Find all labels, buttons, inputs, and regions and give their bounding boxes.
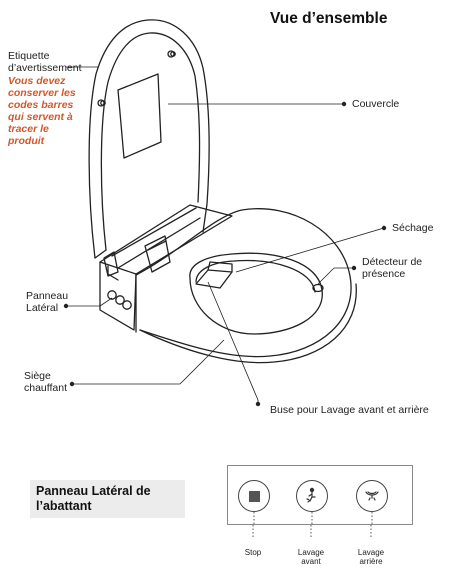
nozzle-label: Buse pour Lavage avant et arrière xyxy=(270,404,429,416)
side-panel-button-1 xyxy=(107,290,117,300)
control-unit xyxy=(99,204,233,275)
stop-button-label: Stop xyxy=(244,548,262,557)
lid-inner-rim xyxy=(100,32,201,251)
front-wash-button-label: Lavage avant xyxy=(297,548,325,566)
warning-label-sticker xyxy=(117,73,162,159)
rear-wash-icon xyxy=(365,491,379,501)
heated-seat-label: Siège chauffant xyxy=(24,370,68,394)
presence-detector-label: Détecteur de présence xyxy=(362,256,423,280)
button-leaders xyxy=(253,512,373,526)
side-panel-label: Panneau Latéral xyxy=(26,290,69,314)
seat-opening xyxy=(189,252,323,335)
front-wash-icon xyxy=(306,487,316,503)
front-wash-button[interactable] xyxy=(296,480,328,512)
cover-label: Couvercle xyxy=(352,98,400,110)
side-panel-button-3 xyxy=(122,300,132,310)
drying-label: Séchage xyxy=(392,222,434,234)
presence-detector-dot xyxy=(312,283,324,293)
warning-note: Vous devez conserver les codes barres qu… xyxy=(8,75,76,147)
rear-wash-button[interactable] xyxy=(356,480,388,512)
lid-hinge-right xyxy=(167,50,175,58)
stop-button[interactable] xyxy=(238,480,270,512)
toilet-seat-diagram xyxy=(63,19,387,407)
seat-outline xyxy=(135,208,352,358)
lid-outline xyxy=(88,19,210,259)
side-panel-control-box xyxy=(227,465,413,526)
page-title: Vue d’ensemble xyxy=(270,10,388,27)
stop-square-icon xyxy=(248,490,260,502)
rear-wash-button-label: Lavage arrière xyxy=(357,548,385,566)
warning-label-text: Etiquette d’avertissement xyxy=(8,50,82,74)
side-panel-button-2 xyxy=(115,295,125,305)
button-leaders-below xyxy=(252,525,372,537)
nozzle-arm xyxy=(195,269,233,289)
lid-hinge-left xyxy=(97,99,105,107)
side-panel-section-title: Panneau Latéral de l’abattant xyxy=(30,480,185,518)
